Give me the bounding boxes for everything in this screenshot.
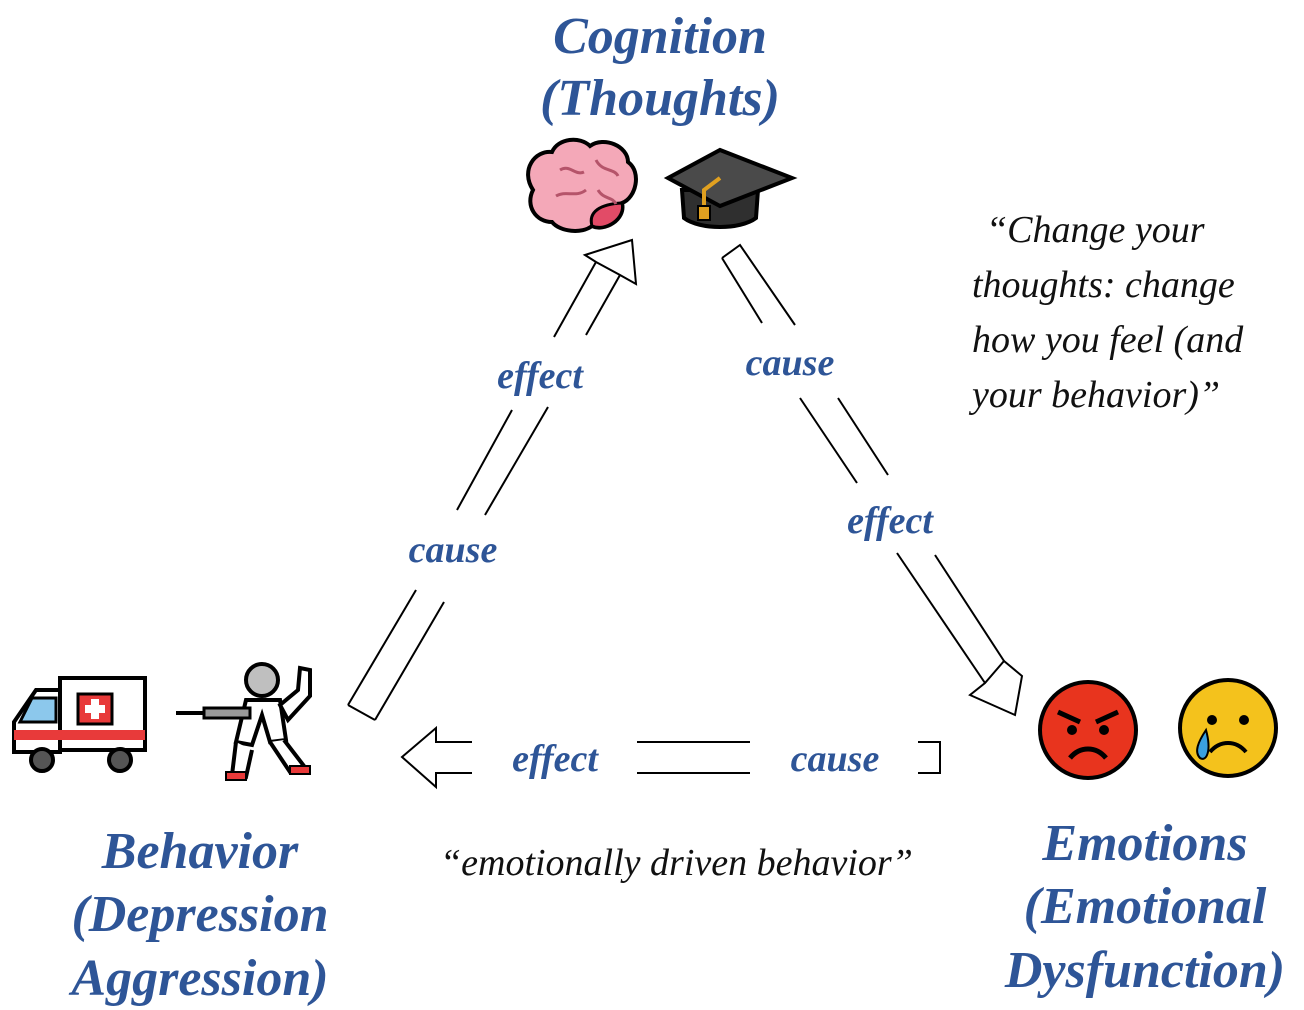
emotional-behavior-quote-text: “emotionally driven behavior” bbox=[440, 842, 913, 884]
emotions-title-line2: (Emotional bbox=[1023, 878, 1267, 936]
arrow-left-effect-label: effect bbox=[497, 355, 584, 397]
arrow-right-effect-label: effect bbox=[847, 500, 934, 542]
behavior-title: Behavior (Depression Aggression) bbox=[20, 820, 380, 1010]
cognition-quote-line3: how you feel (and bbox=[972, 319, 1244, 362]
behavior-title-line2: (Depression bbox=[71, 886, 329, 944]
cognition-title-line2: (Thoughts) bbox=[540, 70, 780, 128]
behavior-title-line1: Behavior bbox=[101, 823, 299, 880]
cognition-quote: “Change your thoughts: change how you fe… bbox=[972, 203, 1292, 423]
arrow-bottom-effect-label: effect bbox=[512, 738, 599, 780]
brain-icon bbox=[526, 137, 638, 233]
behavior-title-line3: Aggression) bbox=[71, 949, 329, 1007]
arrow-right-cause-label: cause bbox=[746, 342, 835, 384]
arrow-bottom-cause-label: cause bbox=[791, 738, 880, 780]
emotions-title-line3: Dysfunction) bbox=[1004, 941, 1286, 999]
graduation-cap-icon bbox=[663, 147, 798, 229]
fencer-icon bbox=[176, 662, 312, 781]
arrow-cognition-to-emotions bbox=[721, 243, 1024, 717]
emotional-behavior-quote: “emotionally driven behavior” bbox=[440, 836, 980, 891]
cognition-title-line1: Cognition bbox=[553, 8, 767, 65]
arrow-emotions-to-behavior bbox=[400, 725, 941, 790]
crying-face-icon bbox=[1178, 678, 1278, 778]
emotions-title-line1: Emotions bbox=[1042, 815, 1248, 872]
cognition-quote-line1: “Change your bbox=[986, 209, 1205, 251]
cognition-title: Cognition (Thoughts) bbox=[490, 6, 830, 131]
cognition-quote-line2: thoughts: change bbox=[972, 264, 1235, 307]
ambulance-icon bbox=[12, 676, 147, 773]
angry-face-icon bbox=[1038, 680, 1138, 780]
cognition-quote-line4: your behavior)” bbox=[972, 374, 1221, 417]
emotions-title: Emotions (Emotional Dysfunction) bbox=[990, 812, 1300, 1002]
arrow-behavior-to-cognition bbox=[347, 238, 638, 721]
arrow-left-cause-label: cause bbox=[409, 529, 498, 571]
